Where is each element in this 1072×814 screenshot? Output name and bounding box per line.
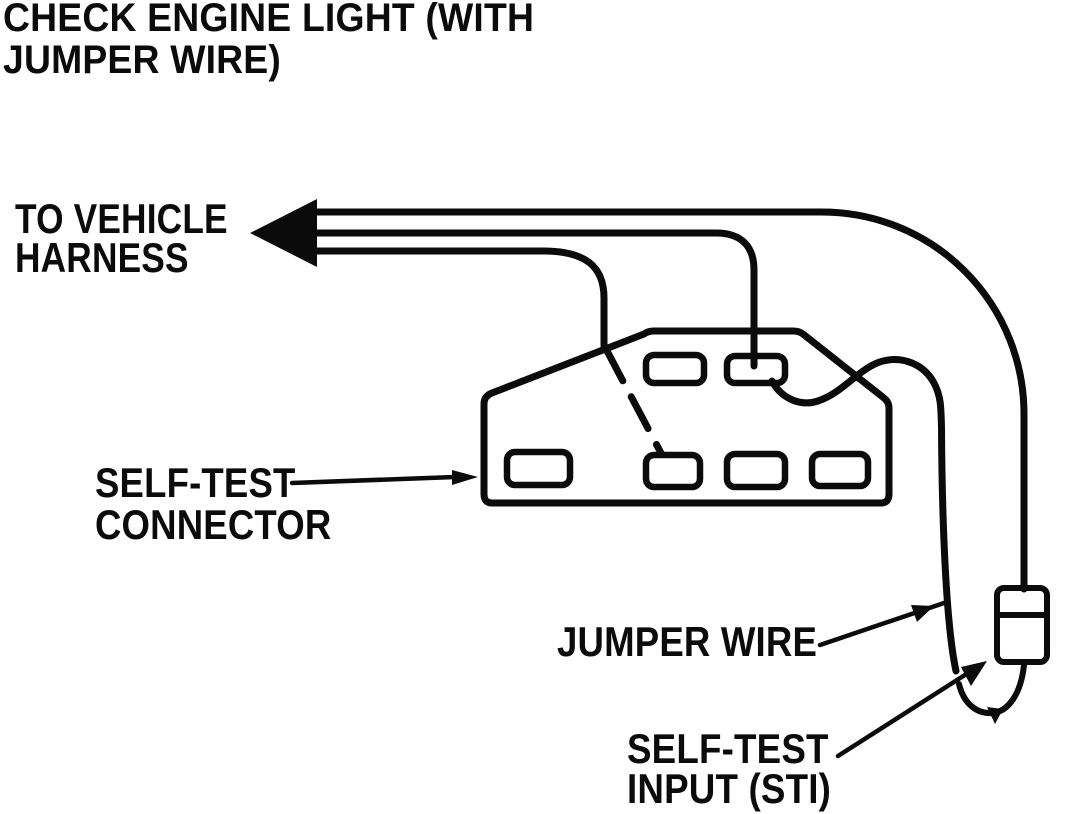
pin-slot-upper-left	[642, 351, 708, 387]
self-test-connector-outline	[480, 327, 893, 507]
harness-arrowhead	[250, 199, 317, 267]
dashed-wire-route	[602, 345, 665, 457]
pin-slot-upper-right	[723, 352, 789, 387]
pin-slot-lower-1	[503, 448, 574, 489]
sti-pointer-head	[961, 661, 987, 686]
pin-slot-lower-4	[808, 450, 872, 490]
harness-wire-middle	[310, 229, 758, 370]
arc-direction-head	[987, 707, 1003, 724]
sti-plug-body	[994, 585, 1050, 665]
pin-slot-lower-3	[723, 450, 789, 491]
jumper-wire-path	[768, 356, 960, 675]
jumper-wire-label: JUMPER WIRE	[557, 618, 818, 665]
harness-wire-top	[310, 208, 1028, 593]
connector-pointer-head	[452, 470, 478, 485]
pin-slot-lower-2	[642, 451, 704, 491]
sti-pointer-shaft	[835, 670, 971, 759]
harness-wire-lower	[310, 247, 608, 350]
jumper-pointer-head	[911, 605, 934, 622]
connector-pointer-shaft	[289, 474, 458, 486]
pin-slots	[503, 351, 872, 491]
